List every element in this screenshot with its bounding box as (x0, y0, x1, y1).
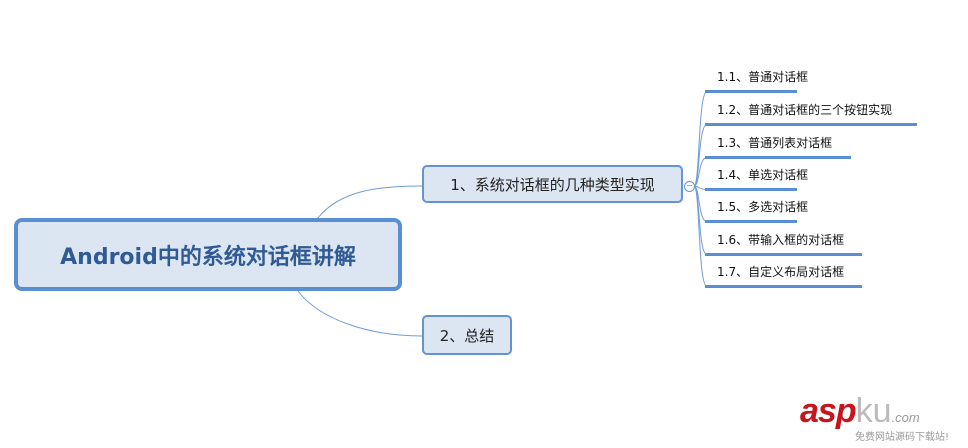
subtopic-1-1[interactable]: 1.1、普通对话框 (705, 68, 808, 93)
subtopic-1-2[interactable]: 1.2、普通对话框的三个按钮实现 (705, 101, 917, 126)
topic-label: 1、系统对话框的几种类型实现 (450, 175, 655, 194)
topic-system-dialog-types[interactable]: 1、系统对话框的几种类型实现 (422, 165, 683, 203)
watermark-logo: aspku.com 免费网站源码下载站! (800, 392, 950, 443)
subtopic-1-7[interactable]: 1.7、自定义布局对话框 (705, 263, 862, 288)
subtopic-1-3[interactable]: 1.3、普通列表对话框 (705, 134, 851, 159)
subtopic-1-5[interactable]: 1.5、多选对话框 (705, 198, 808, 223)
subtopic-1-4[interactable]: 1.4、单选对话框 (705, 166, 808, 191)
topic-label: 2、总结 (439, 326, 495, 345)
root-node[interactable]: Android中的系统对话框讲解 (14, 218, 402, 291)
root-label: Android中的系统对话框讲解 (60, 244, 356, 270)
subtopic-1-6[interactable]: 1.6、带输入框的对话框 (705, 231, 862, 256)
subtopic-connector (693, 124, 708, 187)
topic-summary[interactable]: 2、总结 (422, 315, 512, 355)
collapse-toggle-icon[interactable]: − (684, 181, 695, 192)
subtopic-connector (693, 185, 708, 287)
